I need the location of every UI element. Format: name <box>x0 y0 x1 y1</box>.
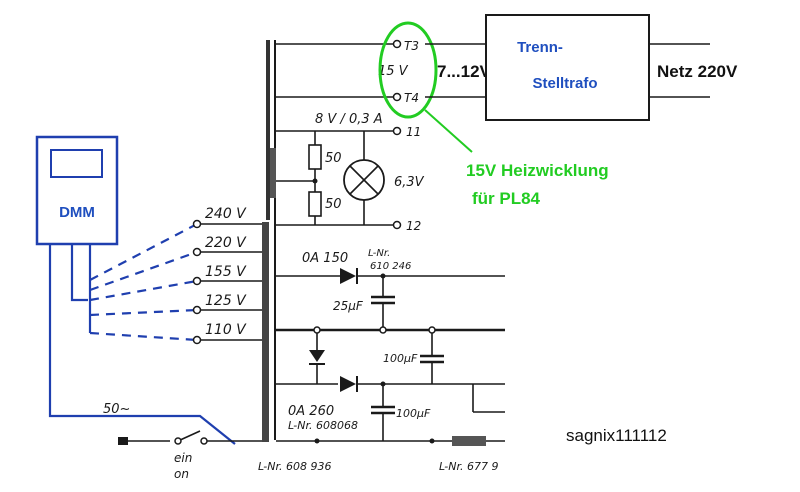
winding-voltage: 15 V <box>378 64 409 79</box>
heater-winding: T3 T4 15 V <box>275 21 473 153</box>
tap-125: 125 V <box>205 293 247 309</box>
tap-240: 240 V <box>205 206 247 222</box>
mains-frequency: 50~ <box>103 402 130 417</box>
rectifier-1: 0A 150 L-Nr. 610 246 25µF <box>276 248 505 334</box>
lamp-voltage: 6,3V <box>394 175 425 190</box>
rectifier-2-name: 0A 260 <box>288 404 334 419</box>
mains-voltage: Netz 220V <box>657 62 738 81</box>
heater-annotation: 15V Heizwicklung für PL84 <box>466 161 609 208</box>
tap-220: 220 V <box>205 235 247 251</box>
mains-input: 50~ ein on <box>103 402 262 481</box>
bottom-ref-left: L-Nr. 608 936 <box>258 460 331 473</box>
diode-1-icon <box>340 268 356 284</box>
tap-155: 155 V <box>205 264 247 280</box>
tap-11: 11 <box>406 125 421 139</box>
switch-on-label: on <box>174 467 189 481</box>
capacitor-1-value: 25µF <box>333 299 364 313</box>
rectifier-1-ref-label: L-Nr. <box>368 248 390 259</box>
lamp-rating: 8 V / 0,3 A <box>315 112 383 127</box>
capacitor-3-value: 100µF <box>396 407 431 420</box>
annotation-line1: 15V Heizwicklung <box>466 161 609 180</box>
rectifier-2-ref: L-Nr. 608068 <box>288 419 358 432</box>
resistor-2-value: 50 <box>325 197 342 212</box>
isolation-transformer: 7...12V Trenn- Stelltrafo Netz 220V <box>425 14 738 121</box>
rectifier-1-ref-num: 610 246 <box>370 261 411 272</box>
highlight-ellipse <box>378 21 438 119</box>
rectifier-1-name: 0A 150 <box>302 251 348 266</box>
diode-3-icon <box>340 376 356 392</box>
transformer-cores <box>262 40 276 442</box>
output-voltage: 7...12V <box>437 62 492 81</box>
rectifier-2: 100µF 100µF 0A 260 L-Nr. 608068 <box>276 333 505 446</box>
diode-2-icon <box>309 350 325 362</box>
bottom-references: L-Nr. 608 936 L-Nr. 677 9 <box>258 460 498 473</box>
lamp-winding: 8 V / 0,3 A 11 12 50 50 6,3V <box>276 112 425 233</box>
primary-taps: 240 V 220 V 155 V 125 V 110 V <box>192 206 262 345</box>
dmm-wires <box>48 223 236 445</box>
tap-12: 12 <box>406 219 421 233</box>
box-title-line1: Trenn- <box>517 39 563 56</box>
dmm-label: DMM <box>59 204 95 221</box>
dmm-meter: DMM <box>35 135 119 246</box>
box-title-line2: Stelltrafo <box>532 75 597 92</box>
capacitor-2-value: 100µF <box>383 352 418 365</box>
annotation-line2: für PL84 <box>472 189 541 208</box>
switch-ein-label: ein <box>174 451 192 465</box>
tap-t3: T3 <box>404 39 419 53</box>
resistor-1-value: 50 <box>325 151 342 166</box>
tap-t4: T4 <box>404 91 419 105</box>
bottom-ref-right: L-Nr. 677 9 <box>439 460 498 473</box>
tap-110: 110 V <box>205 322 247 338</box>
signature: sagnix111112 <box>566 426 667 445</box>
